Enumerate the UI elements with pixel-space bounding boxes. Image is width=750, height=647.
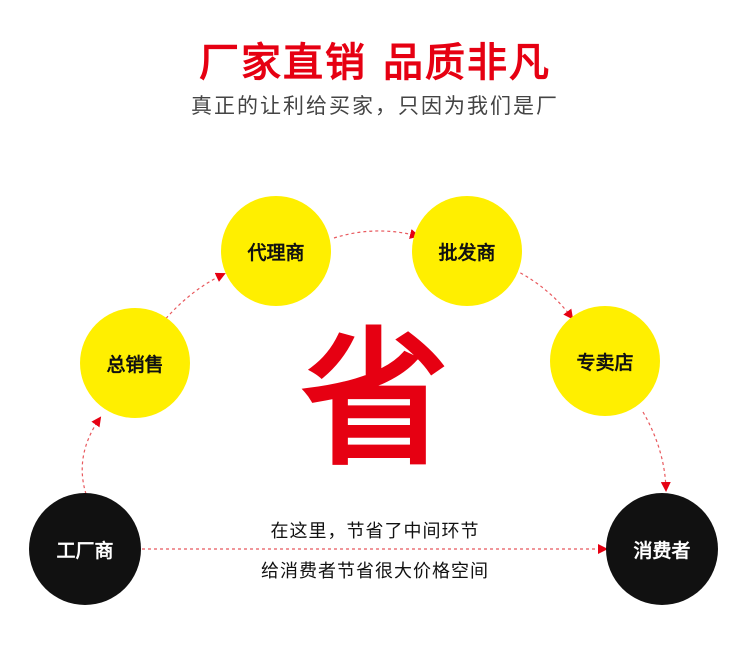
arrow-factory-to-general-sales <box>81 416 102 495</box>
arrow-specialty-store-to-consumer <box>642 411 671 492</box>
node-factory: 工厂商 <box>29 493 141 605</box>
note-line-2: 给消费者节省很大价格空间 <box>261 561 489 582</box>
node-specialty-store: 专卖店 <box>550 306 660 416</box>
node-wholesaler: 批发商 <box>412 196 522 306</box>
arrow-wholesaler-to-specialty-store <box>514 269 574 320</box>
page-title: 厂家直销 品质非凡 <box>199 40 551 86</box>
save-character: 省 <box>301 314 449 486</box>
node-agent: 代理商 <box>221 196 331 306</box>
arrow-agent-to-wholesaler <box>333 229 420 239</box>
note-line-1: 在这里，节省了中间环节 <box>270 521 480 542</box>
node-consumer: 消费者 <box>606 493 718 605</box>
page-subtitle: 真正的让利给买家，只因为我们是厂 <box>191 94 559 118</box>
arrow-general-sales-to-agent <box>161 272 226 324</box>
node-general-sales: 总销售 <box>80 308 190 418</box>
